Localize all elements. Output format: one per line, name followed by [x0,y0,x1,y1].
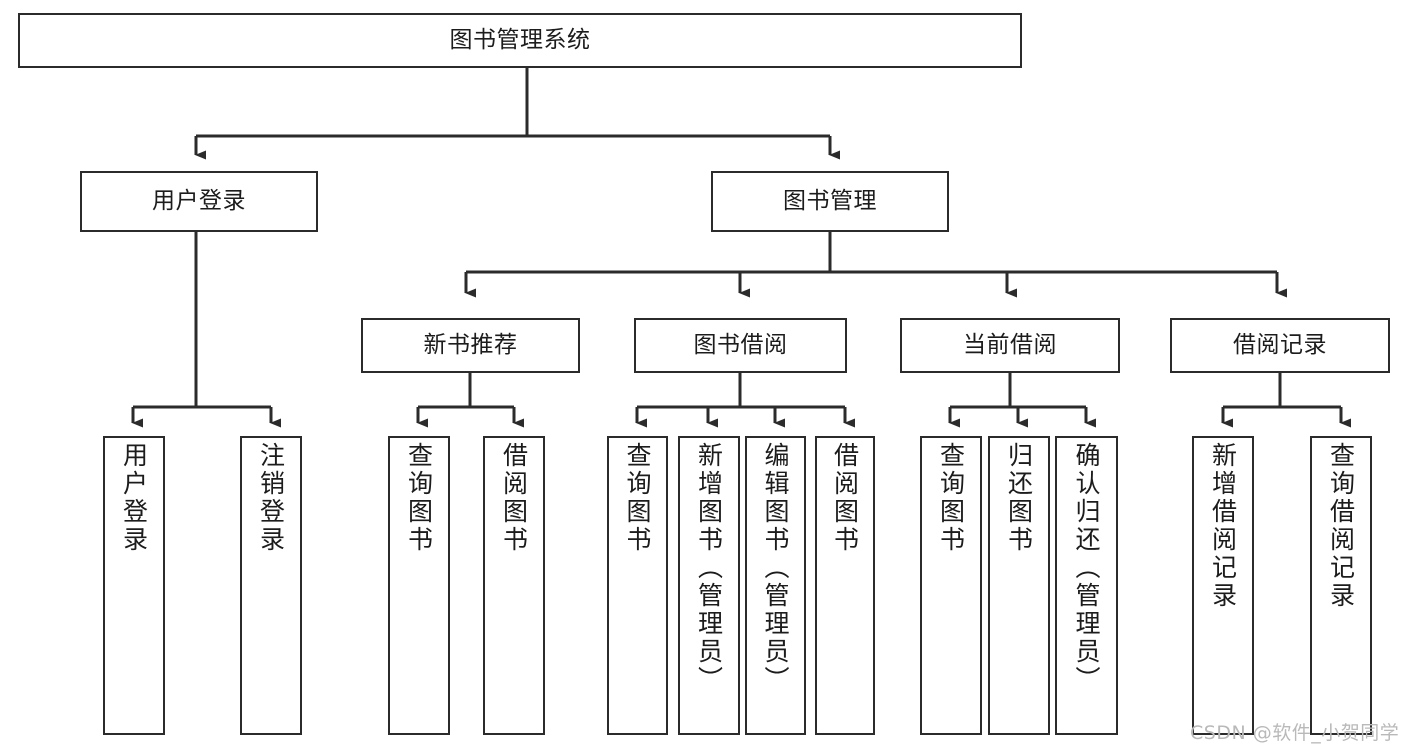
node-leaf-confirm-return[interactable]: 确认归还（管理员） [1055,436,1118,735]
node-user-login-label: 用户登录 [152,188,246,215]
node-borrow-record[interactable]: 借阅记录 [1170,318,1390,373]
node-leaf-edit-book[interactable]: 编辑图书（管理员） [745,436,806,735]
node-leaf-query-book-2-label: 查询图书 [623,442,652,554]
node-leaf-return-book[interactable]: 归还图书 [988,436,1050,735]
node-new-book-recommend-label: 新书推荐 [423,332,518,359]
node-book-manage-label: 图书管理 [783,188,877,215]
node-borrow-record-label: 借阅记录 [1233,332,1327,359]
node-leaf-borrow-book-2[interactable]: 借阅图书 [815,436,875,735]
node-leaf-query-book-3[interactable]: 查询图书 [920,436,982,735]
node-book-borrow[interactable]: 图书借阅 [634,318,847,373]
node-leaf-borrow-book-1[interactable]: 借阅图书 [483,436,545,735]
node-leaf-add-book-label: 新增图书（管理员） [694,442,724,694]
node-root-label: 图书管理系统 [449,27,591,54]
node-book-manage[interactable]: 图书管理 [711,171,949,232]
node-book-borrow-label: 图书借阅 [693,332,788,359]
node-leaf-user-login[interactable]: 用户登录 [103,436,165,735]
node-leaf-query-record-label: 查询借阅记录 [1326,442,1356,610]
node-leaf-confirm-return-label: 确认归还（管理员） [1072,442,1101,694]
node-leaf-borrow-book-1-label: 借阅图书 [499,442,529,554]
node-current-borrow-label: 当前借阅 [963,332,1057,359]
node-leaf-logout[interactable]: 注销登录 [240,436,302,735]
node-leaf-add-record-label: 新增借阅记录 [1208,442,1238,610]
node-leaf-add-record[interactable]: 新增借阅记录 [1192,436,1254,735]
node-root[interactable]: 图书管理系统 [18,13,1022,68]
node-leaf-return-book-label: 归还图书 [1004,442,1034,554]
node-leaf-add-book[interactable]: 新增图书（管理员） [678,436,740,735]
node-user-login[interactable]: 用户登录 [80,171,318,232]
node-leaf-borrow-book-2-label: 借阅图书 [830,442,860,554]
node-leaf-logout-label: 注销登录 [256,442,286,554]
node-leaf-query-book-3-label: 查询图书 [936,442,966,554]
node-current-borrow[interactable]: 当前借阅 [900,318,1120,373]
node-new-book-recommend[interactable]: 新书推荐 [361,318,580,373]
node-leaf-user-login-label: 用户登录 [119,442,149,554]
node-leaf-query-book-2[interactable]: 查询图书 [607,436,668,735]
node-leaf-query-book-1[interactable]: 查询图书 [388,436,450,735]
node-leaf-query-record[interactable]: 查询借阅记录 [1310,436,1372,735]
node-leaf-query-book-1-label: 查询图书 [404,442,434,554]
node-leaf-edit-book-label: 编辑图书（管理员） [761,442,790,694]
watermark-text: CSDN @软件_小贺同学 [1190,722,1400,744]
